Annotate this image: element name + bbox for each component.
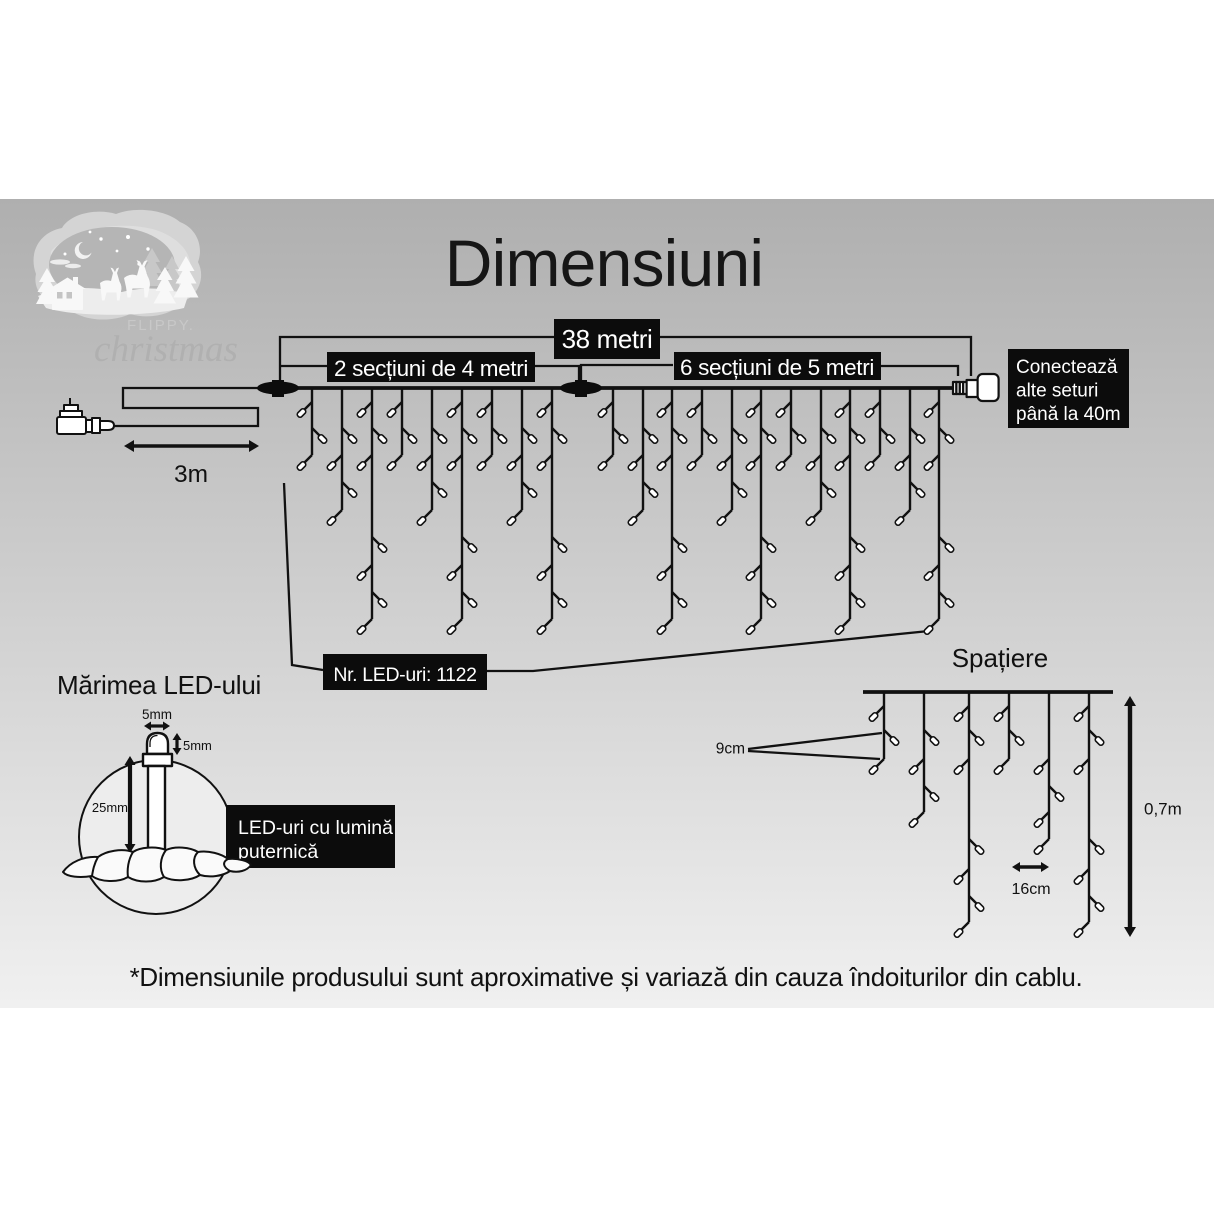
svg-text:2 secțiuni de 4 metri: 2 secțiuni de 4 metri (334, 356, 528, 381)
svg-text:Dimensiuni: Dimensiuni (445, 226, 763, 300)
svg-text:3m: 3m (174, 461, 208, 488)
svg-text:Conectează: Conectează (1016, 357, 1118, 378)
svg-text:6 secțiuni de 5 metri: 6 secțiuni de 5 metri (680, 355, 874, 380)
svg-text:LED-uri cu lumină: LED-uri cu lumină (238, 817, 393, 839)
svg-text:16cm: 16cm (1011, 881, 1050, 898)
svg-text:FLIPPY.: FLIPPY. (127, 317, 195, 334)
svg-text:5mm: 5mm (183, 738, 212, 753)
svg-text:0,7m: 0,7m (1144, 800, 1182, 819)
svg-text:38 metri: 38 metri (562, 324, 653, 354)
svg-text:Spațiere: Spațiere (952, 643, 1048, 673)
svg-text:5mm: 5mm (142, 707, 172, 722)
svg-text:*Dimensiunile produsului sunt: *Dimensiunile produsului sunt aproximati… (130, 962, 1083, 992)
svg-text:până la 40m: până la 40m (1016, 404, 1121, 425)
svg-text:Mărimea LED-ului: Mărimea LED-ului (57, 670, 261, 700)
svg-text:puternică: puternică (238, 841, 318, 863)
svg-text:alte seturi: alte seturi (1016, 381, 1098, 402)
svg-text:25mm: 25mm (92, 800, 128, 815)
svg-text:9cm: 9cm (716, 741, 745, 758)
svg-text:Nr. LED-uri: 1122: Nr. LED-uri: 1122 (333, 664, 476, 686)
svg-text:christmas: christmas (94, 329, 238, 370)
